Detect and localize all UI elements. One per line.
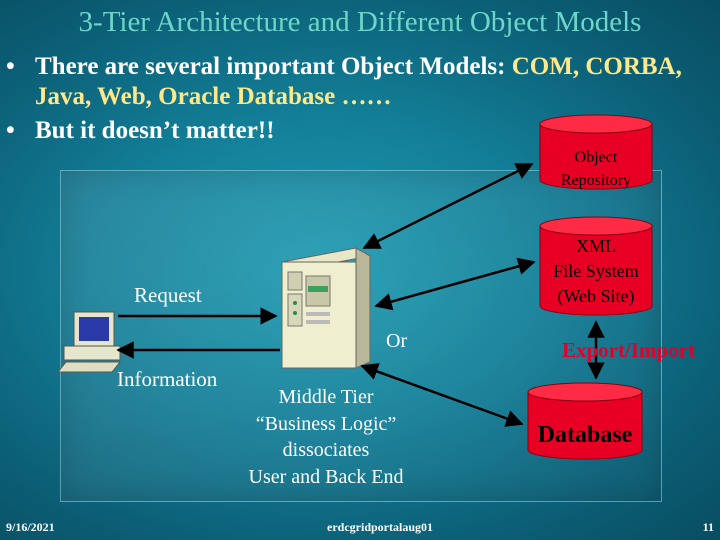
arrow-database: [360, 363, 524, 427]
server-icon: [280, 247, 372, 369]
export-import-label: Export/Import: [562, 338, 695, 362]
computer-icon: [56, 311, 122, 373]
xml-label-line: XML: [576, 236, 616, 256]
object-repository-line: Object: [574, 149, 618, 166]
bullet-text: There are several important Object Model…: [35, 53, 512, 80]
footer-page-number: 11: [702, 520, 714, 534]
middle-tier-line: “Business Logic”: [255, 412, 397, 435]
object-repository-cylinder: [539, 114, 653, 190]
xml-label-line: (Web Site): [557, 286, 635, 306]
bullet-symbol: •: [6, 53, 15, 80]
database-label: Database: [537, 422, 633, 448]
middle-tier-label: Middle Tier “Business Logic” dissociates…: [226, 384, 426, 490]
xml-file-system-cylinder: [539, 216, 653, 316]
bullet-item: • But it doesn’t matter!!: [6, 116, 706, 146]
information-label: Information: [117, 367, 218, 391]
object-repository-label: Object Repository: [540, 146, 652, 192]
request-label: Request: [134, 283, 202, 307]
footer-date: 9/16/2021: [6, 520, 55, 534]
middle-tier-line: User and Back End: [248, 465, 404, 488]
xml-label-line: File System: [553, 261, 639, 281]
arrow-xml: [374, 257, 536, 311]
arrow-repository: [362, 162, 534, 250]
bullet-symbol: •: [6, 117, 15, 144]
object-repository-line: Repository: [560, 172, 632, 189]
footer-source: erdcgridportalaug01: [327, 520, 433, 534]
slide-title: 3-Tier Architecture and Different Object…: [78, 6, 642, 38]
database-cylinder: [527, 382, 643, 460]
bullet-list: • There are several important Object Mode…: [6, 52, 706, 150]
xml-file-system-label: XML File System (Web Site): [536, 234, 656, 309]
middle-tier-line: dissociates: [282, 439, 370, 461]
bullet-item: • There are several important Object Mode…: [6, 52, 706, 112]
middle-tier-line: Middle Tier: [278, 386, 374, 408]
bullet-text: But it doesn’t matter!!: [35, 117, 275, 144]
bullet-highlight: COM, CORBA, Java, Web, Oracle Database ……: [35, 53, 682, 110]
or-label: Or: [386, 330, 408, 352]
